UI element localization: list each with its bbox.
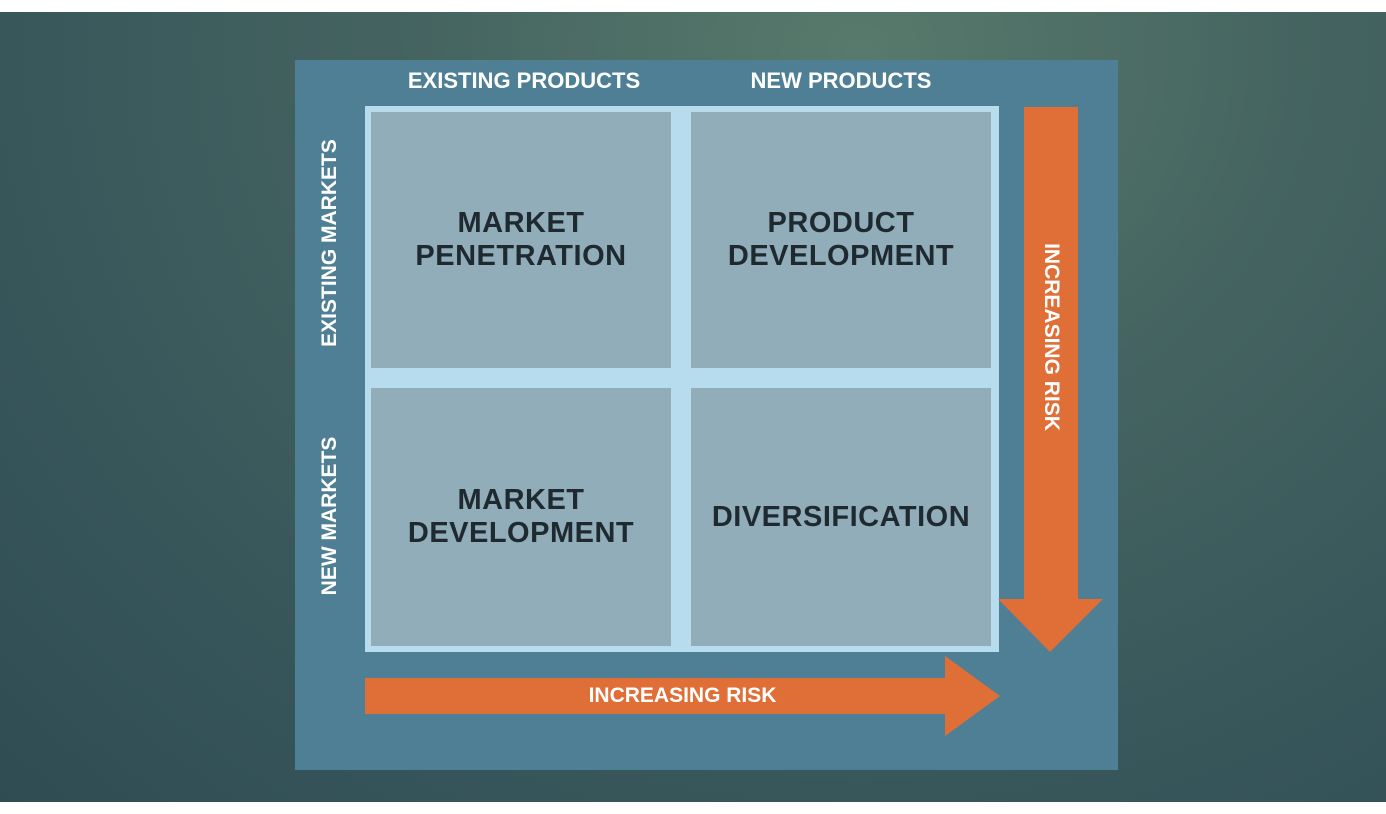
column-header-existing-products: EXISTING PRODUCTS [407,68,641,93]
cell-market-penetration-label: MARKET PENETRATION [415,207,627,272]
cell-diversification-label: DIVERSIFICATION [711,500,971,533]
horizontal-risk-arrow: INCREASING RISK [365,656,1000,736]
vertical-arrow-label: INCREASING RISK [1039,243,1063,431]
cell-product-development: PRODUCT DEVELOPMENT [691,112,991,368]
row-header-new-markets-label: NEW MARKETS [318,436,341,595]
horizontal-arrow-label: INCREASING RISK [588,684,777,707]
column-header-new-products: NEW PRODUCTS [750,68,932,93]
row-header-existing-markets: EXISTING MARKETS [295,106,365,379]
vertical-arrow-shape [998,107,1103,652]
ansoff-matrix-panel: EXISTING PRODUCTS NEW PRODUCTS EXISTING … [295,60,1118,770]
vertical-risk-arrow: INCREASING RISK [998,107,1103,652]
slide-background: EXISTING PRODUCTS NEW PRODUCTS EXISTING … [0,12,1386,802]
cell-diversification: DIVERSIFICATION [691,388,991,646]
row-header-existing-markets-label: EXISTING MARKETS [318,138,341,347]
cell-market-development-label: MARKET DEVELOPMENT [407,484,635,549]
cell-product-development-label: PRODUCT DEVELOPMENT [727,207,955,272]
cell-market-development: MARKET DEVELOPMENT [371,388,671,646]
row-header-new-markets: NEW MARKETS [295,379,365,652]
cell-market-penetration: MARKET PENETRATION [371,112,671,368]
matrix-grid: MARKET PENETRATION PRODUCT DEVELOPMENT M… [365,106,999,652]
horizontal-arrow-shape [365,656,1000,736]
